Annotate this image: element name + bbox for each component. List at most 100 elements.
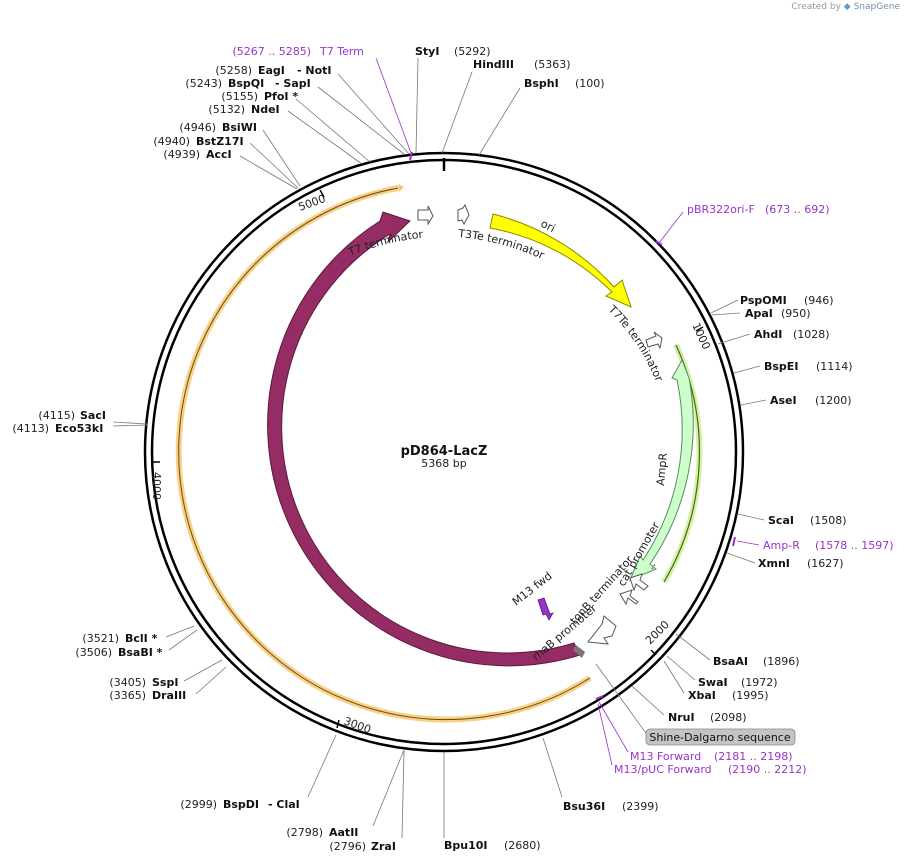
site-bsphi[interactable]: BsphI (100) <box>478 77 605 156</box>
lacz-arrow <box>267 211 581 667</box>
site-m13-puc-forward[interactable]: M13/pUC Forward (2190 .. 2212) <box>597 703 807 776</box>
site-pfoi-pos: (5155) <box>221 90 258 103</box>
site-nrui[interactable]: NruI (2098) <box>631 685 747 724</box>
site-bsu36i-name: Bsu36I <box>563 800 605 813</box>
site-ndei-pos: (5132) <box>208 103 245 116</box>
site-bstz17i[interactable]: (4940) BstZ17I <box>153 135 299 189</box>
ori-arrow <box>489 213 632 308</box>
site-amp-r-primer[interactable]: Amp-R (1578 .. 1597) <box>732 536 894 552</box>
ori-label: ori <box>539 217 558 235</box>
site-t7term-pos: (5267 .. 5285) <box>232 45 311 58</box>
site-ndei-name: NdeI <box>251 103 280 116</box>
site-ahdi[interactable]: AhdI (1028) <box>717 328 830 345</box>
site-bsiwi[interactable]: (4946) BsiWI <box>179 121 301 187</box>
tick-4000: 4000 <box>150 461 163 500</box>
site-bspqi[interactable]: (5243) BspQI - SapI <box>185 77 405 155</box>
site-bcli-pos: (3521) <box>82 632 119 645</box>
site-asei-pos: (1200) <box>815 394 852 407</box>
backbone-outer-ring <box>143 151 745 753</box>
rhab-promoter-arrow <box>587 615 617 645</box>
site-bspei[interactable]: BspEI (1114) <box>733 360 853 374</box>
site-t7term-name: T7 Term <box>319 45 364 58</box>
site-hindiii[interactable]: HindIII (5363) <box>441 58 571 154</box>
site-zrai-name: ZraI <box>371 840 396 853</box>
site-pbr322ori-f[interactable]: pBR322ori-F (673 .. 692) <box>655 203 830 246</box>
site-acci-name: AccI <box>206 148 232 161</box>
lacz-label: lacZ <box>221 565 243 592</box>
snapgene-logo-icon: ◆ <box>843 2 851 12</box>
site-t7term[interactable]: (5267 .. 5285) T7 Term <box>232 45 413 161</box>
lacz-orf-arc-line <box>178 187 591 721</box>
site-eco53ki-name: Eco53kI <box>55 422 103 435</box>
site-pfoi[interactable]: (5155) PfoI * <box>221 90 371 163</box>
site-bspdi[interactable]: (2999) BspDI - ClaI <box>180 734 337 811</box>
site-xmni[interactable]: XmnI (1627) <box>726 552 844 570</box>
site-sspi-pos: (3405) <box>109 676 146 689</box>
shine-dalgarno-badge <box>645 728 796 746</box>
tick-label-1000: 1000 <box>689 321 713 352</box>
m13-fwd-label: M13 fwd <box>510 569 555 608</box>
site-bsphi-name: BsphI <box>524 77 559 90</box>
ori-label-path: ori <box>539 217 558 235</box>
site-clai-name: - ClaI <box>268 798 300 811</box>
site-m13-forward[interactable]: M13 Forward (2181 .. 2198) <box>595 695 793 763</box>
m13-fwd-primer-arrow <box>537 597 554 621</box>
lacz-end-cap <box>573 645 585 658</box>
site-nrui-pos: (2098) <box>710 711 747 724</box>
site-m13-puc-forward-pos: (2190 .. 2212) <box>728 763 807 776</box>
site-hindiii-pos: (5363) <box>534 58 571 71</box>
site-shine-dalgarno-name: Shine-Dalgarno sequence <box>649 731 790 744</box>
site-styi[interactable]: StyI (5292) <box>415 45 491 154</box>
plasmid-length: 5368 bp <box>421 457 466 470</box>
site-bsphi-pos: (100) <box>575 77 605 90</box>
site-draiii[interactable]: (3365) DraIII <box>109 666 227 702</box>
site-asei-name: AseI <box>770 394 797 407</box>
site-ndei[interactable]: (5132) NdeI <box>208 103 363 165</box>
site-bcli[interactable]: (3521) BclI * <box>82 625 195 645</box>
site-saci[interactable]: (4115) SacI <box>38 409 148 425</box>
site-eagi[interactable]: (5258) EagI - NotI <box>215 64 410 155</box>
site-pspomi[interactable]: PspOMI (946) <box>710 294 834 314</box>
snapgene-credit: Created by ◆ SnapGene <box>791 2 900 12</box>
site-draiii-pos: (3365) <box>109 689 146 702</box>
site-eco53ki[interactable]: (4113) Eco53kI <box>12 422 148 435</box>
lacz-label-path: lacZ <box>221 565 243 592</box>
site-bpu10i[interactable]: Bpu10I (2680) <box>443 752 541 852</box>
site-eagi-pos: (5258) <box>215 64 252 77</box>
site-styi-name: StyI <box>415 45 439 58</box>
site-shine-dalgarno[interactable]: Shine-Dalgarno sequence <box>595 663 796 746</box>
site-asei[interactable]: AseI (1200) <box>740 394 852 407</box>
site-eco53ki-pos: (4113) <box>12 422 49 435</box>
site-bspei-name: BspEI <box>764 360 798 373</box>
site-bspqi-pos: (5243) <box>185 77 222 90</box>
site-amp-r-name: Amp-R <box>763 539 800 552</box>
site-bsaai-pos: (1896) <box>763 655 800 668</box>
site-bsu36i[interactable]: Bsu36I (2399) <box>542 737 659 813</box>
site-xbai-pos: (1995) <box>732 689 769 702</box>
site-aatii[interactable]: (2798) AatII <box>286 749 405 839</box>
site-xmni-name: XmnI <box>758 557 790 570</box>
site-bsabi[interactable]: (3506) BsaBI * <box>75 629 198 659</box>
site-amp-r-pos: (1578 .. 1597) <box>815 539 894 552</box>
site-sapi-name: - SapI <box>275 77 311 90</box>
site-apai[interactable]: ApaI (950) <box>711 307 811 320</box>
site-apai-name: ApaI <box>745 307 773 320</box>
orf-arrowhead <box>398 184 404 192</box>
site-zrai[interactable]: (2796) ZraI <box>329 750 405 853</box>
cat-promoter-arrow <box>629 573 649 592</box>
site-bspdi-pos: (2999) <box>180 798 217 811</box>
site-sspi[interactable]: (3405) SspI <box>109 659 223 689</box>
site-swai[interactable]: SwaI (1972) <box>666 655 778 689</box>
ampr-label: AmpR <box>654 452 670 486</box>
tick-label-2000: 2000 <box>643 618 672 647</box>
site-scai-pos: (1508) <box>810 514 847 527</box>
site-swai-pos: (1972) <box>741 676 778 689</box>
site-bsabi-pos: (3506) <box>75 646 112 659</box>
site-scai[interactable]: ScaI (1508) <box>737 513 847 527</box>
site-xbai[interactable]: XbaI (1995) <box>663 660 769 702</box>
site-bsaai[interactable]: BsaAI (1896) <box>675 633 800 668</box>
site-saci-name: SacI <box>80 409 106 422</box>
tick-label-4000: 4000 <box>150 472 163 500</box>
site-acci[interactable]: (4939) AccI <box>163 148 298 190</box>
